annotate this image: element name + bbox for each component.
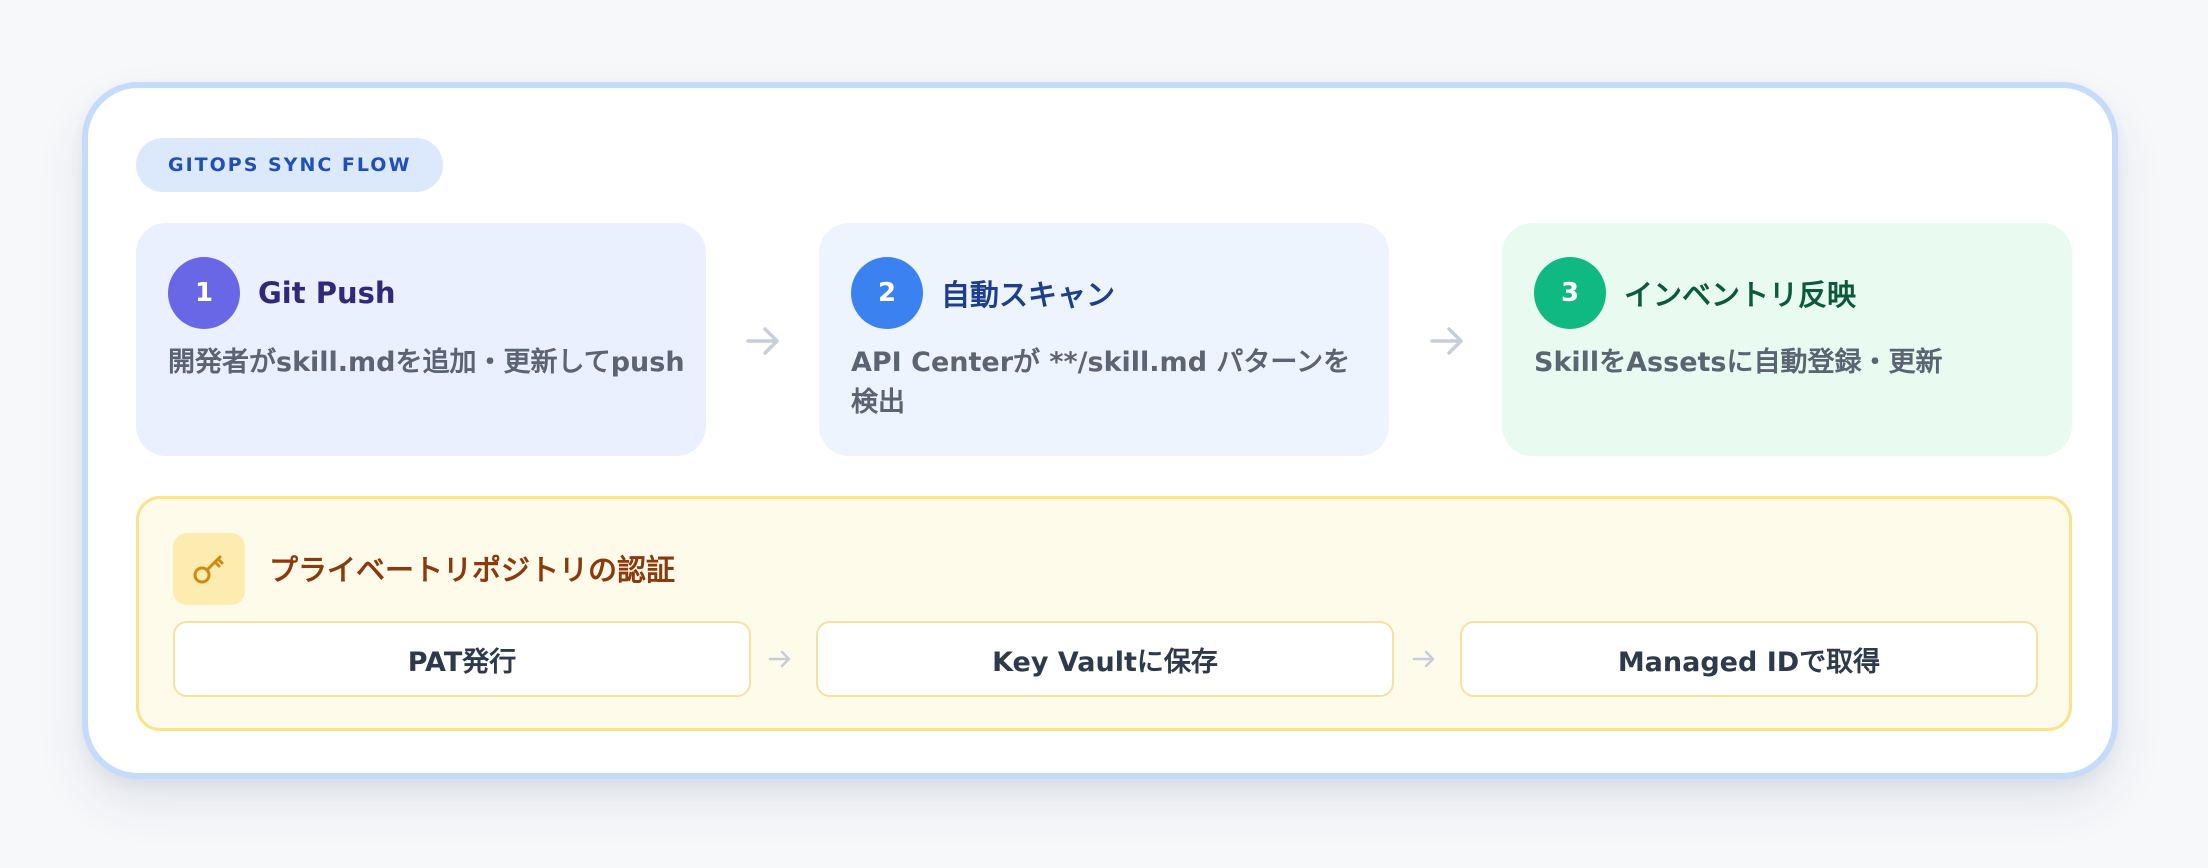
arrow-right-icon xyxy=(1430,327,1463,355)
auth-step-key-vault: Key Vaultに保存 xyxy=(816,621,1394,697)
step-description: 開発者がskill.mdを追加・更新してpush xyxy=(168,347,685,378)
arrow-right-icon xyxy=(768,650,791,668)
step-card-git-push: 1 Git Push 開発者がskill.mdを追加・更新してpush xyxy=(136,223,706,456)
step-number-badge: 2 xyxy=(851,257,923,329)
auth-title: プライベートリポジトリの認証 xyxy=(269,553,676,587)
step-card-inventory: 3 インベントリ反映 SkillをAssetsに自動登録・更新 xyxy=(1502,223,2072,456)
step-description: SkillをAssetsに自動登録・更新 xyxy=(1534,347,1943,378)
step-number-badge: 1 xyxy=(168,257,240,329)
step-title: インベントリ反映 xyxy=(1624,278,1857,312)
step-number-badge: 3 xyxy=(1534,257,1606,329)
key-icon xyxy=(173,533,245,605)
auth-step-managed-id: Managed IDで取得 xyxy=(1460,621,2038,697)
step-title: Git Push xyxy=(258,276,396,310)
arrow-right-icon xyxy=(1412,650,1435,668)
flow-badge: GITOPS SYNC FLOW xyxy=(136,138,444,192)
auth-step-pat: PAT発行 xyxy=(173,621,751,697)
arrow-right-icon xyxy=(746,327,779,355)
step-title: 自動スキャン xyxy=(941,278,1116,312)
private-repo-auth-panel: プライベートリポジトリの認証 PAT発行 Key Vaultに保存 Manage… xyxy=(136,496,2072,731)
step-description: API Centerが **/skill.md パターンを検出 xyxy=(851,347,1351,418)
step-card-auto-scan: 2 自動スキャン API Centerが **/skill.md パターンを検出 xyxy=(819,223,1389,456)
